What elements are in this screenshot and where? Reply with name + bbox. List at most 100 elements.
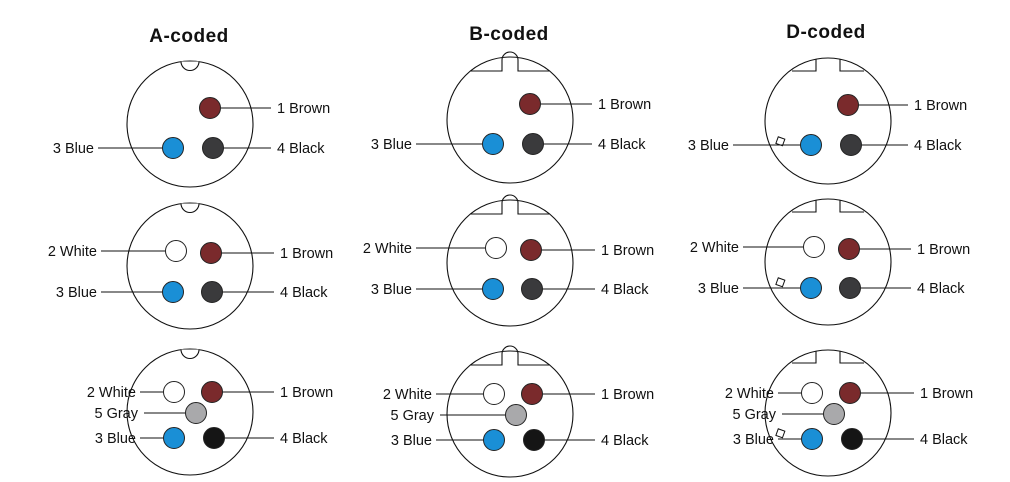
- pin-3-blue: [801, 428, 823, 450]
- pin-4-black: [523, 429, 545, 451]
- pin-label-3-blue: 3 Blue: [371, 282, 412, 298]
- pin-label-4-black: 4 Black: [914, 138, 962, 154]
- pin-label-2-white: 2 White: [690, 240, 739, 256]
- coding-key-bump: [470, 51, 550, 72]
- pin-3-blue: [482, 278, 504, 300]
- pin-4-black: [841, 428, 863, 450]
- pin-label-1-brown: 1 Brown: [280, 385, 333, 401]
- column-title-a-coded: A-coded: [149, 26, 229, 47]
- connector-body: [446, 56, 574, 184]
- pin-1-brown: [199, 97, 221, 119]
- connector-b-coded-3-pin: 1 Brown 3 Blue 4 Black: [371, 51, 651, 184]
- pin-label-2-white: 2 White: [725, 386, 774, 402]
- pin-5-gray: [185, 402, 207, 424]
- pin-1-brown: [839, 382, 861, 404]
- pin-3-blue: [482, 133, 504, 155]
- pin-1-brown: [520, 239, 542, 261]
- pin-4-black: [522, 133, 544, 155]
- pin-label-3-blue: 3 Blue: [95, 431, 136, 447]
- pin-3-blue: [800, 277, 822, 299]
- pin-label-4-black: 4 Black: [601, 433, 649, 449]
- pin-5-gray: [505, 404, 527, 426]
- coding-key-flat: [792, 351, 864, 364]
- pin-label-2-white: 2 White: [383, 387, 432, 403]
- pin-label-5-gray: 5 Gray: [94, 406, 138, 422]
- pin-label-4-black: 4 Black: [280, 285, 328, 301]
- pin-label-4-black: 4 Black: [601, 282, 649, 298]
- pin-2-white: [485, 237, 507, 259]
- column-title-d-coded: D-coded: [786, 22, 866, 43]
- pin-label-2-white: 2 White: [363, 241, 412, 257]
- pin-1-brown: [837, 94, 859, 116]
- pin-label-2-white: 2 White: [48, 244, 97, 260]
- connector-body: [764, 198, 892, 326]
- pin-1-brown: [200, 242, 222, 264]
- pin-label-1-brown: 1 Brown: [914, 98, 967, 114]
- pin-1-brown: [201, 381, 223, 403]
- connector-a-coded-4-pin: 2 White 1 Brown 3 Blue 4 Black: [48, 202, 333, 330]
- pin-2-white: [163, 381, 185, 403]
- connector-b-coded-5-pin: 2 White 1 Brown 5 Gray 3 Blue 4 Black: [383, 345, 654, 478]
- pin-4-black: [201, 281, 223, 303]
- coding-key-flat: [792, 200, 864, 213]
- coding-key-flat: [792, 59, 864, 72]
- coding-key-bump: [470, 345, 550, 366]
- coding-key-tab: [775, 277, 786, 288]
- pin-3-blue: [800, 134, 822, 156]
- pin-label-1-brown: 1 Brown: [280, 246, 333, 262]
- connector-body: [126, 202, 254, 330]
- connector-body: [764, 57, 892, 185]
- pin-label-4-black: 4 Black: [277, 141, 325, 157]
- pin-label-3-blue: 3 Blue: [733, 432, 774, 448]
- pin-label-1-brown: 1 Brown: [601, 243, 654, 259]
- pin-label-4-black: 4 Black: [917, 281, 965, 297]
- pin-label-3-blue: 3 Blue: [56, 285, 97, 301]
- pin-label-1-brown: 1 Brown: [277, 101, 330, 117]
- pin-2-white: [483, 383, 505, 405]
- coding-key-bump: [470, 194, 550, 215]
- connector-d-coded-3-pin: 1 Brown 3 Blue 4 Black: [688, 57, 967, 185]
- connector-d-coded-5-pin: 2 White 1 Brown 5 Gray 3 Blue 4 Black: [725, 349, 973, 477]
- coding-key-notch: [180, 61, 200, 72]
- connector-body: [126, 60, 254, 188]
- pin-label-3-blue: 3 Blue: [391, 433, 432, 449]
- connector-d-coded-4-pin: 2 White 1 Brown 3 Blue 4 Black: [690, 198, 970, 326]
- pin-2-white: [801, 382, 823, 404]
- connector-b-coded-4-pin: 2 White 1 Brown 3 Blue 4 Black: [363, 194, 654, 327]
- pin-3-blue: [483, 429, 505, 451]
- pin-label-3-blue: 3 Blue: [371, 137, 412, 153]
- pin-4-black: [839, 277, 861, 299]
- pin-label-1-brown: 1 Brown: [917, 242, 970, 258]
- pin-label-3-blue: 3 Blue: [698, 281, 739, 297]
- pin-4-black: [840, 134, 862, 156]
- pin-1-brown: [521, 383, 543, 405]
- coding-key-tab: [775, 428, 786, 439]
- pin-3-blue: [163, 427, 185, 449]
- pin-4-black: [521, 278, 543, 300]
- pin-1-brown: [519, 93, 541, 115]
- pin-label-1-brown: 1 Brown: [598, 97, 651, 113]
- pin-label-4-black: 4 Black: [598, 137, 646, 153]
- pin-label-4-black: 4 Black: [280, 431, 328, 447]
- pin-2-white: [803, 236, 825, 258]
- pin-1-brown: [838, 238, 860, 260]
- pin-label-2-white: 2 White: [87, 385, 136, 401]
- connector-a-coded-3-pin: 1 Brown 3 Blue 4 Black: [53, 60, 330, 188]
- pin-4-black: [203, 427, 225, 449]
- pin-label-1-brown: 1 Brown: [920, 386, 973, 402]
- pin-label-3-blue: 3 Blue: [688, 138, 729, 154]
- coding-key-notch: [180, 203, 200, 214]
- pin-label-5-gray: 5 Gray: [732, 407, 776, 423]
- pin-label-4-black: 4 Black: [920, 432, 968, 448]
- column-title-b-coded: B-coded: [469, 24, 549, 45]
- pin-label-5-gray: 5 Gray: [390, 408, 434, 424]
- pin-label-1-brown: 1 Brown: [601, 387, 654, 403]
- pin-5-gray: [823, 403, 845, 425]
- pin-3-blue: [162, 281, 184, 303]
- pin-2-white: [165, 240, 187, 262]
- pin-4-black: [202, 137, 224, 159]
- connector-a-coded-5-pin: 2 White 1 Brown 5 Gray 3 Blue 4 Black: [87, 348, 333, 476]
- pin-label-3-blue: 3 Blue: [53, 141, 94, 157]
- connector-body: [446, 199, 574, 327]
